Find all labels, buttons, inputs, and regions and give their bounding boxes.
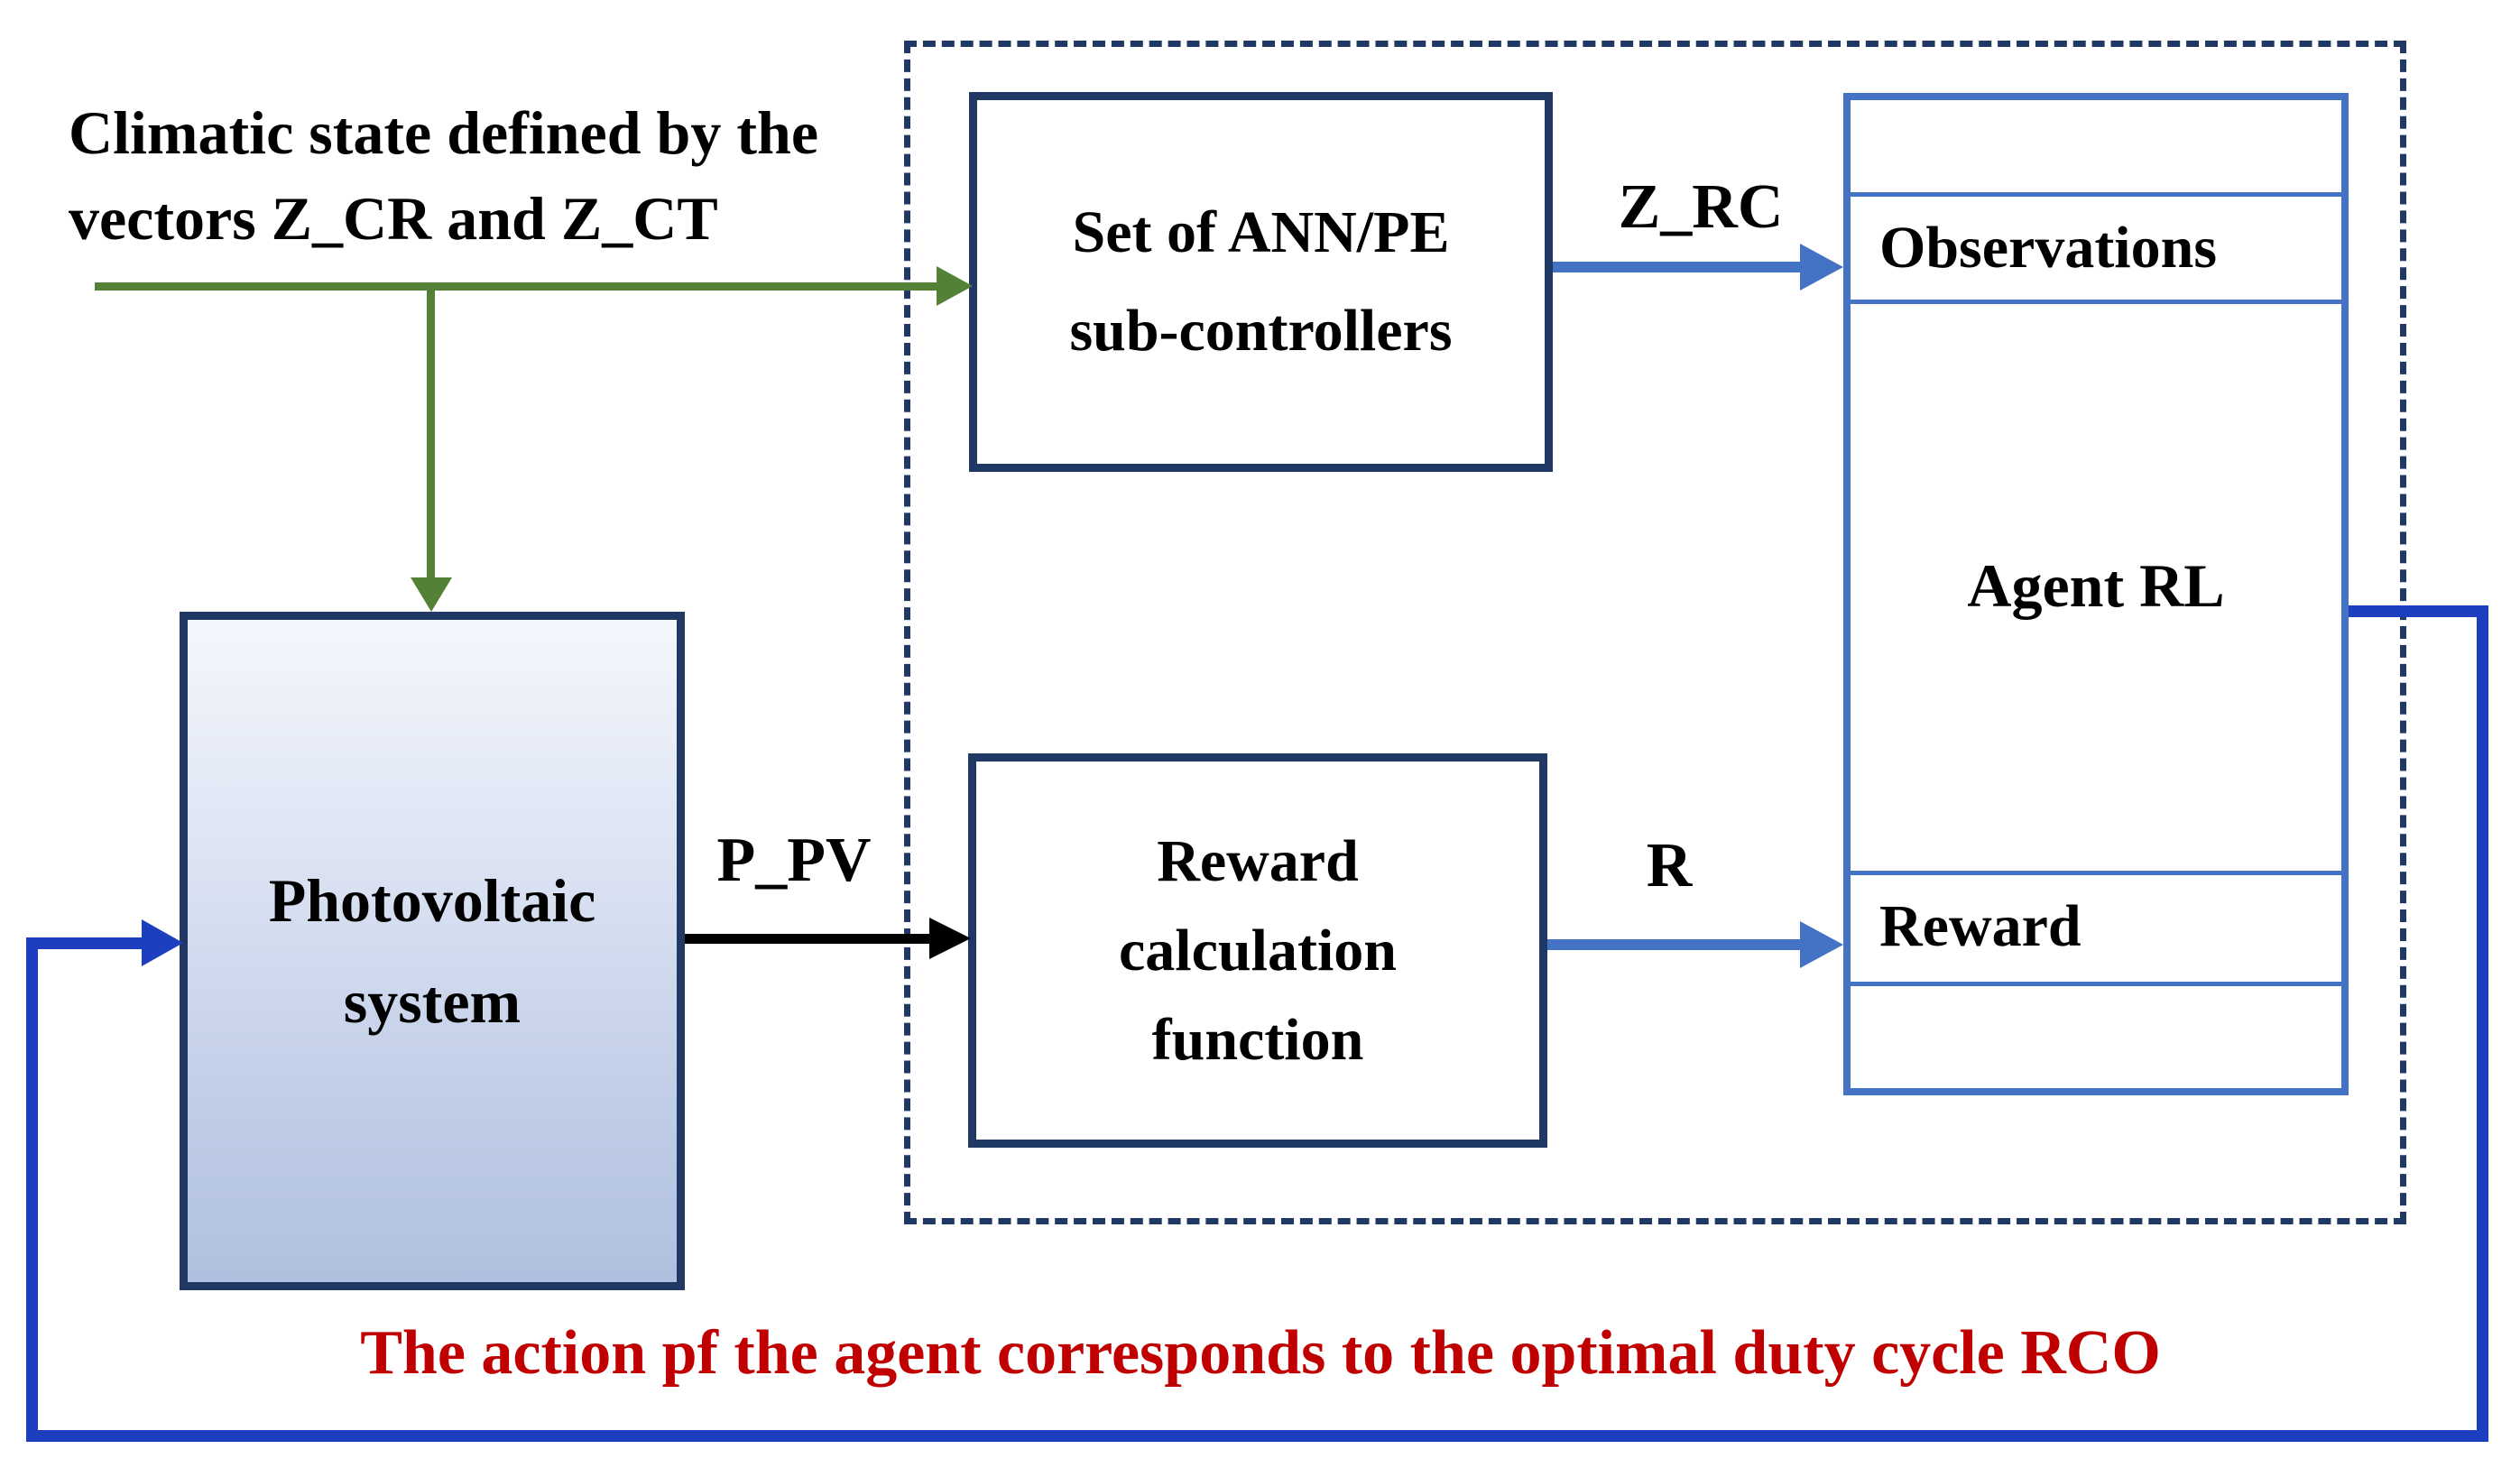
- reward-calculation-label: Reward calculation function: [1119, 828, 1397, 1073]
- climatic-into-pv-arrowhead-icon: [411, 577, 452, 612]
- photovoltaic-system-label: Photovoltaic system: [268, 865, 596, 1036]
- feedback-line-right-vertical: [2477, 605, 2488, 1442]
- observations-label: Observations: [1879, 215, 2218, 281]
- ann-subcontrollers-box: Set of ANN/PE sub-controllers: [969, 92, 1553, 472]
- agent-rl-main-row: Agent RL: [1851, 304, 2341, 866]
- action-note-label: The action pf the agent corresponds to t…: [360, 1318, 2161, 1388]
- z-rc-signal-label: Z_RC: [1618, 172, 1784, 242]
- r-signal-label: R: [1646, 831, 1693, 900]
- climatic-arrow-branch-line: [427, 282, 435, 577]
- z-rc-arrow-line: [1551, 262, 1802, 272]
- agent-rl-divider-3: [1851, 871, 2341, 875]
- agent-rl-box: Observations Agent RL Reward: [1843, 93, 2349, 1095]
- climatic-state-label: Climatic state defined by the vectors Z_…: [69, 98, 819, 254]
- agent-rl-divider-1: [1851, 192, 2341, 197]
- agent-rl-divider-2: [1851, 300, 2341, 304]
- p-pv-arrowhead-icon: [929, 918, 971, 959]
- p-pv-signal-label: P_PV: [716, 826, 872, 895]
- agent-rl-reward-row: Reward: [1851, 875, 2341, 978]
- climatic-into-ann-arrowhead-icon: [937, 266, 973, 306]
- r-arrowhead-icon: [1800, 921, 1843, 968]
- photovoltaic-system-box: Photovoltaic system: [180, 612, 685, 1290]
- feedback-line-right-horizontal: [2345, 605, 2488, 617]
- r-arrow-line: [1546, 939, 1802, 950]
- feedback-line-left-vertical: [26, 937, 38, 1442]
- agent-rl-divider-4: [1851, 982, 2341, 986]
- climatic-arrow-horizontal-line: [95, 282, 938, 291]
- reward-row-label: Reward: [1879, 893, 2082, 959]
- feedback-line-into-pv: [26, 937, 143, 949]
- z-rc-arrowhead-icon: [1800, 244, 1843, 291]
- feedback-arrowhead-icon: [142, 919, 183, 966]
- feedback-line-bottom-horizontal: [26, 1430, 2488, 1442]
- ann-subcontrollers-label: Set of ANN/PE sub-controllers: [1069, 198, 1453, 364]
- p-pv-arrow-line: [685, 934, 931, 944]
- rl-dashed-boundary: [904, 41, 2406, 1224]
- agent-rl-observations-row: Observations: [1851, 197, 2341, 300]
- reward-calculation-box: Reward calculation function: [968, 753, 1547, 1148]
- agent-rl-label: Agent RL: [1967, 550, 2225, 620]
